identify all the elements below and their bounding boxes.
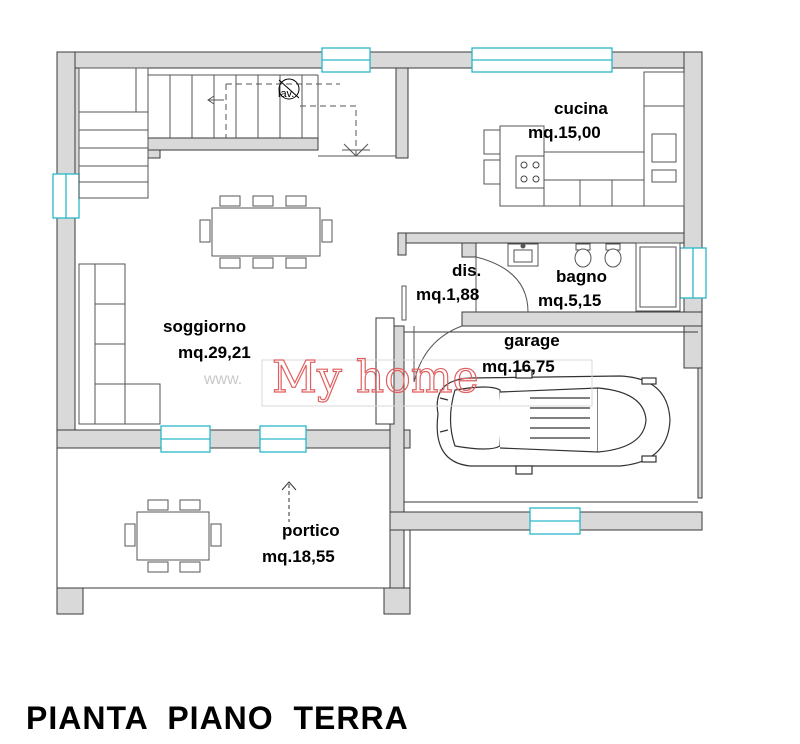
watermark-script: My home bbox=[272, 352, 479, 403]
shower-icon bbox=[635, 242, 681, 312]
sofa-icon bbox=[78, 263, 161, 425]
room-area-soggiorno: mq.29,21 bbox=[178, 343, 251, 362]
door-swings bbox=[401, 256, 529, 383]
watermark: www. My home bbox=[203, 351, 593, 407]
dining-table-icon bbox=[199, 195, 333, 269]
toilet-icon bbox=[574, 243, 592, 268]
sink-icon bbox=[507, 243, 539, 267]
windows bbox=[52, 47, 707, 535]
lavatrice-label: lav. bbox=[278, 88, 294, 100]
plan-title: PIANTA PIANO TERRA bbox=[26, 700, 409, 736]
portico-outline bbox=[56, 331, 698, 615]
dining-table-icon bbox=[124, 499, 222, 573]
room-area-dis: mq.1,88 bbox=[416, 285, 479, 304]
bidet-icon bbox=[604, 243, 622, 268]
room-area-cucina: mq.15,00 bbox=[528, 123, 601, 142]
room-name-soggiorno: soggiorno bbox=[163, 317, 246, 336]
room-name-dis: dis. bbox=[452, 261, 481, 280]
washing-machine-icon: lav. bbox=[278, 78, 300, 100]
walls bbox=[56, 51, 703, 615]
staircase-icon bbox=[78, 67, 396, 199]
room-name-bagno: bagno bbox=[556, 267, 607, 286]
entry-arrow bbox=[281, 481, 297, 522]
room-area-portico: mq.18,55 bbox=[262, 547, 335, 566]
room-name-garage: garage bbox=[504, 331, 560, 350]
room-area-bagno: mq.5,15 bbox=[538, 291, 601, 310]
room-labels: cucina mq.15,00 soggiorno mq.29,21 dis. … bbox=[163, 99, 608, 566]
room-name-cucina: cucina bbox=[554, 99, 608, 118]
stove-icon bbox=[520, 161, 540, 183]
car-icon bbox=[436, 369, 671, 475]
kitchen-counter bbox=[483, 71, 685, 207]
room-name-portico: portico bbox=[282, 521, 340, 540]
room-area-garage: mq.16,75 bbox=[482, 357, 555, 376]
watermark-prefix: www. bbox=[203, 371, 242, 388]
